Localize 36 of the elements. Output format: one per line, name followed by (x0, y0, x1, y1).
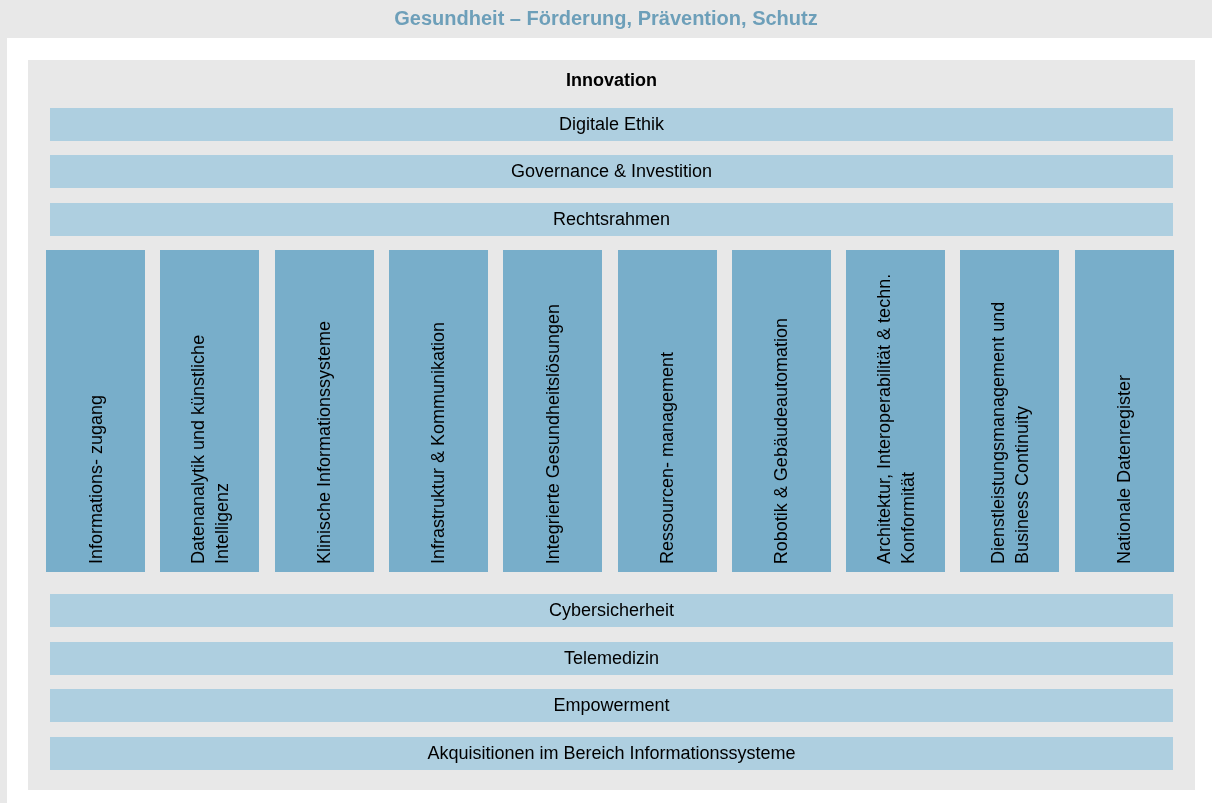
column-label: Infrastruktur & Kommunikation (427, 321, 450, 564)
topic-band (50, 642, 1173, 675)
topic-band (50, 203, 1173, 236)
column-label: Datenanalytik und künstliche Intelligenz (186, 333, 233, 564)
band-label: Digitale Ethik (558, 114, 664, 135)
band-label: Governance & Investition (510, 161, 713, 182)
column-label: Informations- zugang (84, 394, 107, 564)
topic-band (50, 737, 1173, 770)
panel-heading: Gesundheit – Förderung, Prävention, Schutz (394, 7, 818, 30)
topic-band (50, 689, 1173, 722)
column-label: Integrierte Gesundheitslösungen (541, 303, 564, 564)
band-label: Telemedizin (563, 648, 659, 669)
band-label: Cybersicherheit (548, 600, 675, 621)
band-label: Rechtsrahmen (552, 209, 671, 230)
column-label: Architektur, Interoperabilität & techn. Konformität (872, 272, 919, 564)
topic-column (1074, 250, 1174, 572)
topic-column (160, 250, 260, 572)
column-label: Nationale Datenregister (1113, 374, 1136, 564)
column-label: Ressourcen- management (656, 351, 678, 564)
band-label: Akquisitionen im Bereich Informationssysteme (427, 743, 796, 764)
topic-band (50, 155, 1173, 188)
topic-column (731, 250, 831, 572)
topic-column (503, 250, 603, 572)
topic-column (960, 250, 1060, 572)
panel-heading: Innovation (566, 70, 657, 91)
topic-column (846, 250, 946, 572)
topic-column (46, 250, 145, 572)
band-label: Empowerment (553, 695, 670, 716)
topic-column (274, 250, 374, 572)
column-label: Dienstleistungsmanagement und Business Continuity (986, 300, 1033, 564)
column-label: Klinische Informationssysteme (313, 320, 336, 564)
topic-column (388, 250, 488, 572)
topic-band (50, 108, 1173, 141)
topic-band (50, 594, 1173, 627)
column-label: Robotik & Gebäudeautomation (770, 317, 793, 564)
topic-column (617, 250, 717, 572)
